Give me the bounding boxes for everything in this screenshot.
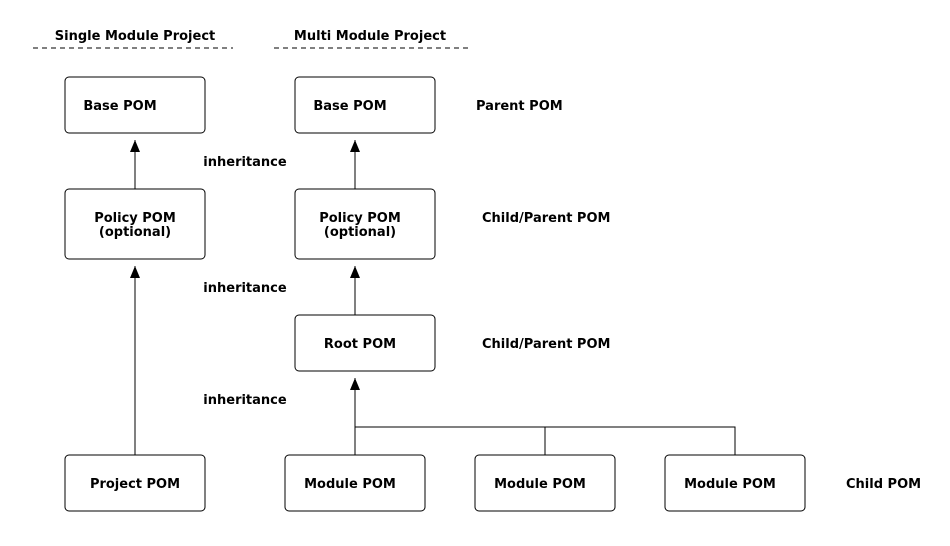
single-policy-pom-optional: (optional) [99,225,171,240]
module-pom-1-box [284,454,426,512]
root-pom: Root POM [294,314,436,372]
single-policy-pom: Policy POM (optional) [64,188,206,260]
inheritance-label-2: inheritance [203,281,287,296]
single-project-pom: Project POM [64,454,206,512]
root-pom-box [294,314,436,372]
multi-base-pom-box [294,76,436,134]
module-pom-1-label: Module POM [304,477,396,492]
single-base-pom: Base POM [64,76,206,134]
module-pom-2-label: Module POM [494,477,586,492]
single-base-pom-box [64,76,206,134]
single-policy-pom-label: Policy POM [94,211,176,226]
module-pom-3-box [664,454,806,512]
role-label-policy-child-parent-pom: Child/Parent POM [482,211,610,226]
modules-connector-bracket [355,426,736,455]
single-project-pom-label: Project POM [90,477,180,492]
multi-base-pom: Base POM [294,76,436,134]
role-label-child-pom: Child POM [846,477,921,492]
module-pom-1: Module POM [284,454,426,512]
multi-policy-pom-label: Policy POM [319,211,401,226]
inheritance-label-3: inheritance [203,393,287,408]
module-pom-2-box [474,454,616,512]
single-base-pom-label: Base POM [83,99,156,114]
role-label-root-child-parent-pom: Child/Parent POM [482,337,610,352]
multi-policy-pom-optional: (optional) [324,225,396,240]
module-pom-2: Module POM [474,454,616,512]
module-pom-3-label: Module POM [684,477,776,492]
role-label-parent-pom: Parent POM [476,99,563,114]
single-project-pom-box [64,454,206,512]
single-policy-pom-box [64,188,206,260]
module-pom-3: Module POM [664,454,806,512]
inheritance-label-1: inheritance [203,155,287,170]
multi-policy-pom-box [294,188,436,260]
root-pom-label: Root POM [324,337,396,352]
single-module-header: Single Module Project [55,29,215,44]
multi-base-pom-label: Base POM [313,99,386,114]
multi-policy-pom: Policy POM (optional) [294,188,436,260]
multi-module-header: Multi Module Project [294,29,446,44]
